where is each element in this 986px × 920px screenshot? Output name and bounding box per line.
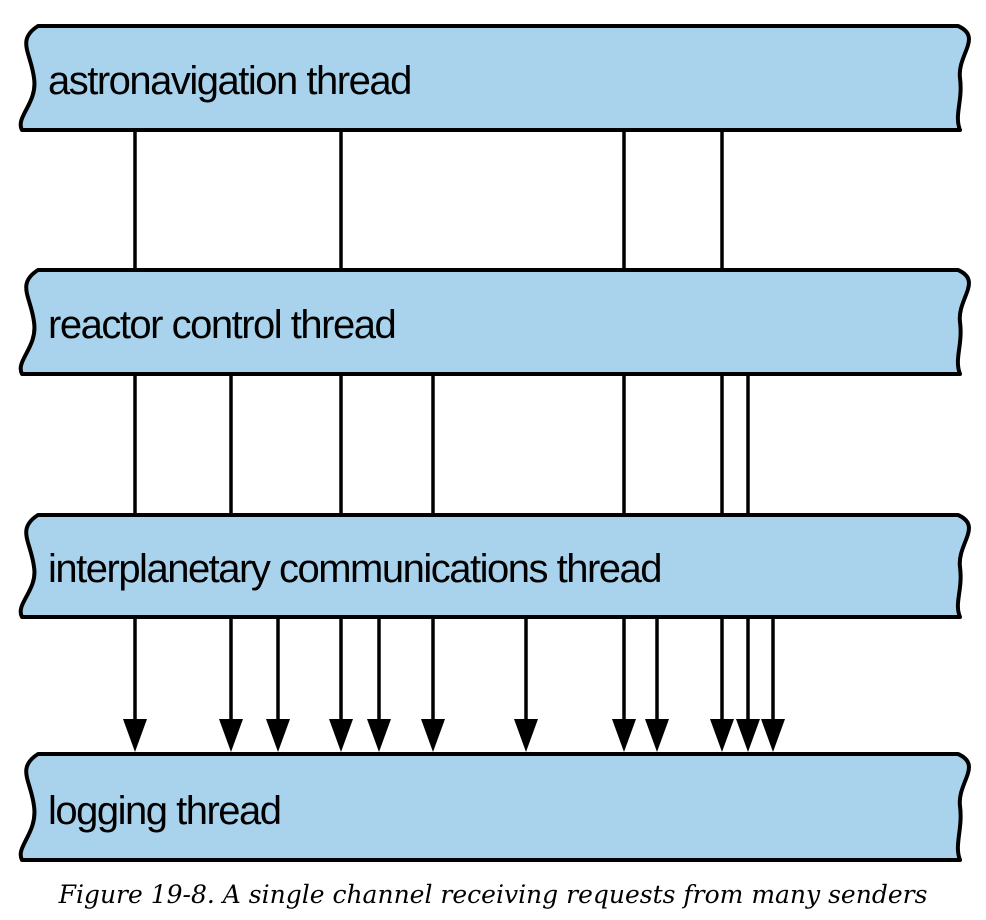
arrow-head-icon [710, 719, 734, 752]
arrow-head-icon [612, 719, 636, 752]
band-shape [18, 24, 971, 132]
thread-band-logging: logging thread [18, 752, 971, 862]
arrows-to-logging [123, 615, 785, 752]
arrow-head-icon [421, 719, 445, 752]
thread-label: logging thread [48, 789, 281, 833]
thread-channel-diagram: astronavigation thread reactor control t… [18, 24, 971, 862]
arrow-head-icon [266, 719, 290, 752]
band-shape [18, 268, 971, 376]
arrow-head-icon [736, 719, 760, 752]
arrow-head-icon [367, 719, 391, 752]
thread-band-astronavigation: astronavigation thread [18, 24, 971, 132]
thread-label: astronavigation thread [48, 59, 411, 103]
band-shape [18, 752, 971, 862]
arrow-head-icon [219, 719, 243, 752]
arrow-head-icon [123, 719, 147, 752]
thread-band-reactor-control: reactor control thread [18, 268, 971, 376]
connectors-reactor-to-interplanetary [133, 372, 750, 515]
connectors-astronavigation-to-reactor [133, 128, 724, 270]
thread-label: reactor control thread [48, 303, 395, 347]
band-shape [18, 513, 971, 619]
arrow-head-icon [329, 719, 353, 752]
thread-band-interplanetary-communications: interplanetary communications thread [18, 513, 971, 619]
thread-label: interplanetary communications thread [48, 547, 661, 591]
arrow-head-icon [645, 719, 669, 752]
arrow-head-icon [761, 719, 785, 752]
arrow-head-icon [514, 719, 538, 752]
figure-caption: Figure 19-8. A single channel receiving … [58, 880, 928, 909]
